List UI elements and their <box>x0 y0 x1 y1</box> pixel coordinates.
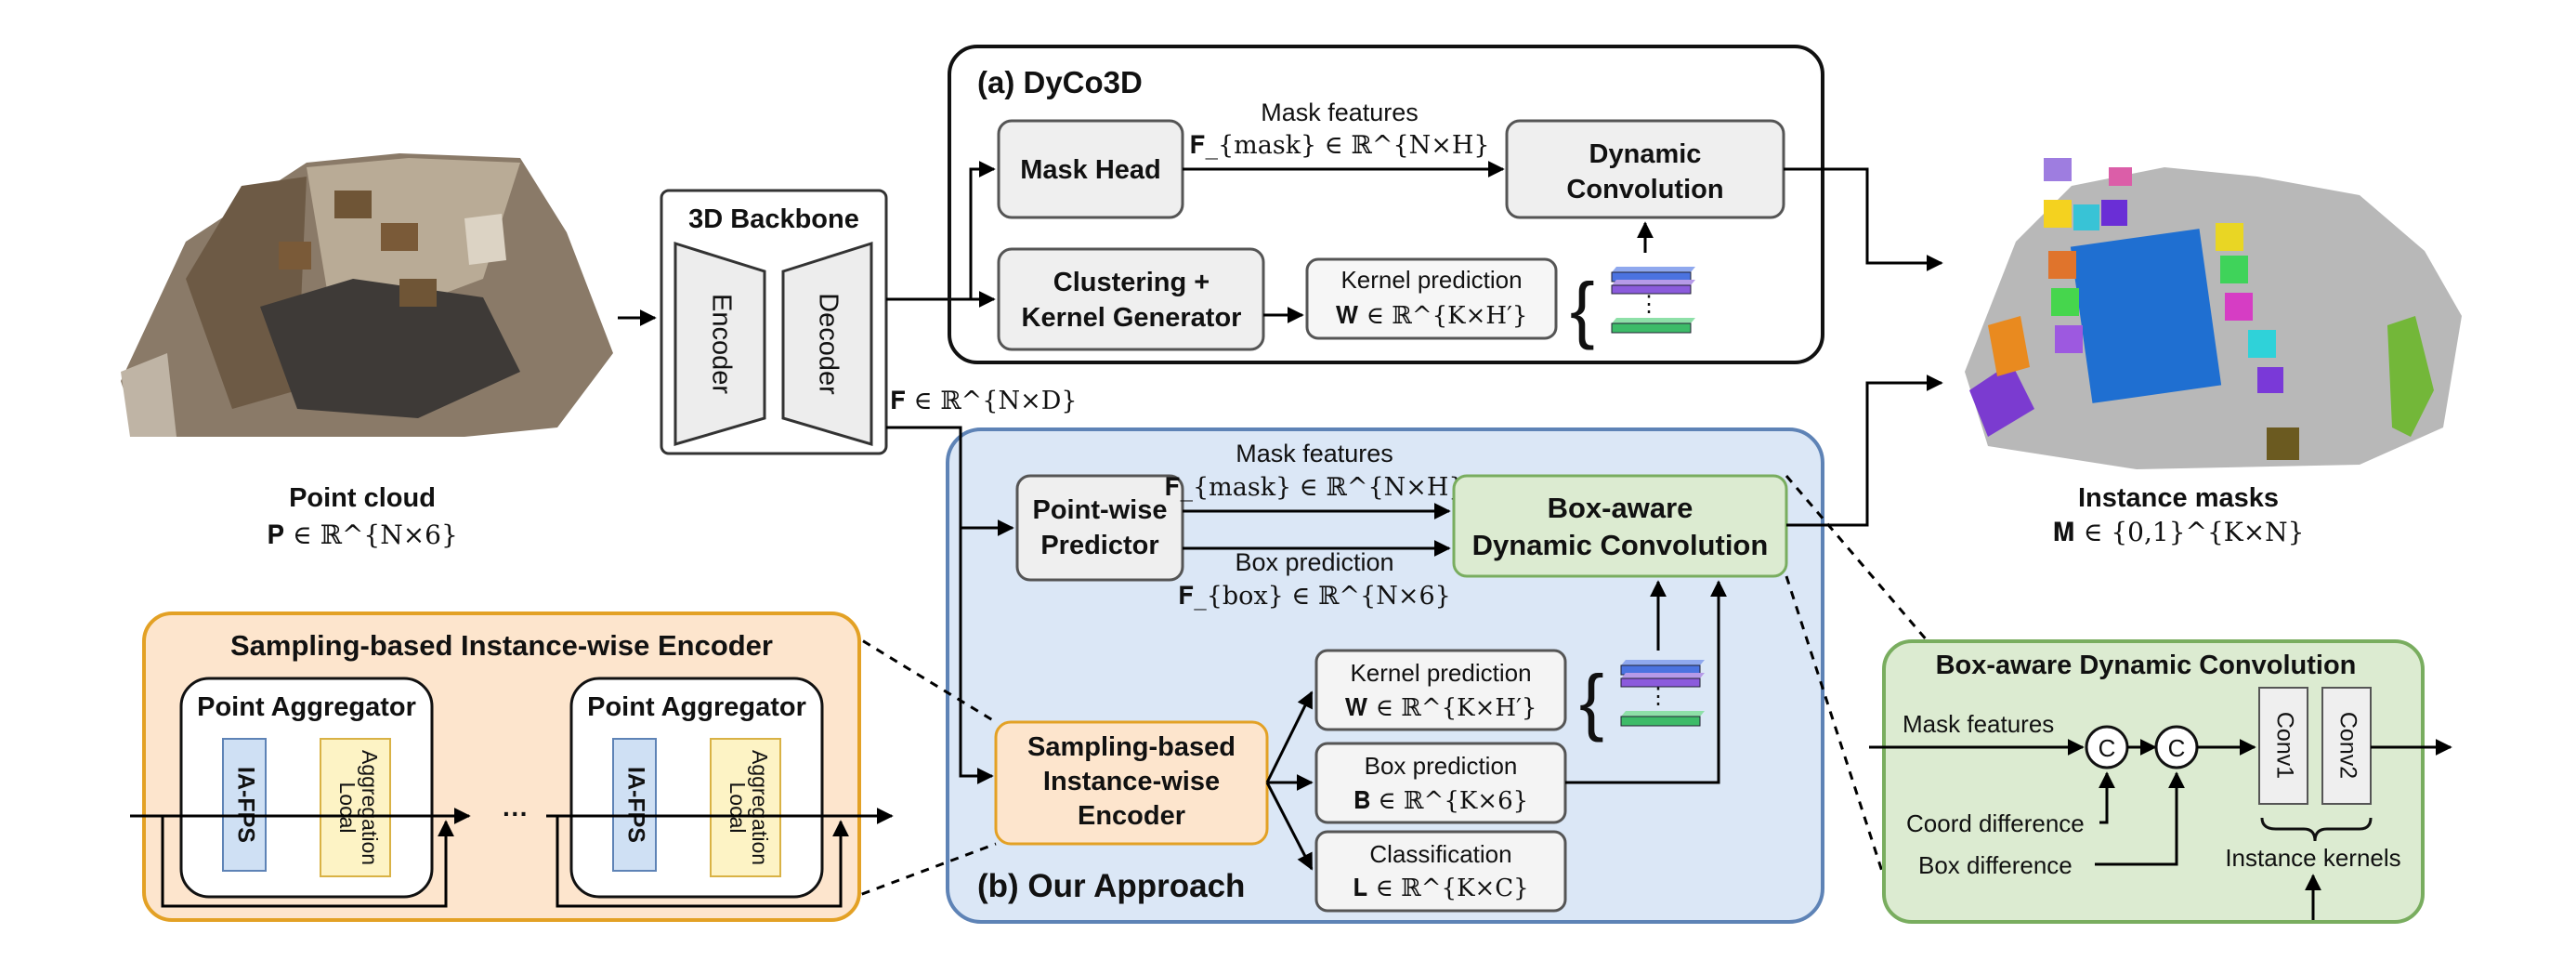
sampling-encoder-line1: Sampling-based <box>1027 732 1236 762</box>
ia-fps-label-1: IA-FPS <box>232 767 258 843</box>
box-aware-dynconv-line1: Box-aware <box>1548 492 1693 524</box>
mask-head-label: Mask Head <box>1020 155 1161 185</box>
point-cloud-label: Point cloud <box>289 483 436 513</box>
ours-box-label: Box prediction <box>1365 752 1518 780</box>
arrow-dyco3d-to-masks <box>1784 167 1943 271</box>
ours-kernel-math: 𝐖 ∈ ℝ^{K×H′} <box>1345 694 1537 722</box>
arrow-sampling-to-class <box>1265 782 1314 871</box>
box-diff-arrow <box>2095 771 2185 866</box>
ours-mask-features-label: Mask features <box>1236 440 1393 467</box>
sampling-encoder-line3: Encoder <box>1078 801 1185 831</box>
backbone-feature-math: 𝐅 ∈ ℝ^{N×D} <box>890 387 1078 415</box>
sampling-encoder-line2: Instance-wise <box>1043 767 1220 796</box>
ours-kernel-label: Kernel prediction <box>1350 659 1531 687</box>
pointwise-line1: Point-wise <box>1032 495 1167 525</box>
concat-node-2-label: C <box>2168 734 2186 762</box>
instance-masks-label: Instance masks <box>2078 483 2279 513</box>
zoom-line-boxconv-top <box>1785 475 1929 642</box>
arrow-box-to-boxconv <box>1565 580 1727 784</box>
ours-mask-features-math: 𝐅_{mask} ∈ ℝ^{N×H} <box>1164 473 1464 502</box>
zoom-line-boxconv-bottom <box>1785 575 1888 884</box>
ours-box-pred-math: 𝐅_{box} ∈ ℝ^{N×6} <box>1178 582 1451 611</box>
svg-text:⋮: ⋮ <box>1638 292 1660 317</box>
coord-diff-arrow <box>2099 771 2115 824</box>
dyco3d-mask-features-math: 𝐅_{mask} ∈ ℝ^{N×H} <box>1189 131 1489 160</box>
ia-fps-box-1 <box>222 738 267 872</box>
ours-class-label: Classification <box>1369 840 1511 868</box>
sampling-detail-title: Sampling-based Instance-wise Encoder <box>230 629 773 662</box>
box-aware-dynconv-line2: Dynamic Convolution <box>1472 529 1769 561</box>
local-agg-box-2 <box>710 738 781 877</box>
pointwise-line2: Predictor <box>1040 531 1158 560</box>
box-detail-coord-diff: Coord difference <box>1906 809 2085 837</box>
encoder-label: Encoder <box>706 294 736 394</box>
clustering-line2: Kernel Generator <box>1022 303 1242 333</box>
point-cloud-image <box>121 153 613 437</box>
dyco3d-mask-features-label: Mask features <box>1261 99 1419 126</box>
dyco3d-kernel-stack-icon: ⋮ <box>1611 267 1695 334</box>
local-agg-2-line2: Aggregation <box>748 750 772 865</box>
local-agg-1-line2: Aggregation <box>358 750 382 865</box>
point-cloud-math: 𝐏 ∈ ℝ^{N×6} <box>267 519 458 550</box>
ours-kernel-box <box>1314 649 1567 731</box>
arrow-backbone-to-pointwise <box>886 426 1014 536</box>
ia-fps-box-2 <box>612 738 657 872</box>
clustering-box <box>997 247 1265 351</box>
pointwise-predictor-box <box>1015 474 1184 582</box>
dyco3d-kernel-label: Kernel prediction <box>1340 266 1522 294</box>
instance-masks-math: 𝐌 ∈ {0,1}^{K×N} <box>2052 517 2304 547</box>
encoder-trapezoid <box>673 241 766 446</box>
arrow-backbone-to-sampling <box>959 520 994 784</box>
sampling-skip-2 <box>556 816 849 908</box>
box-detail-title: Box-aware Dynamic Convolution <box>1936 651 2357 680</box>
local-agg-1-line1: Local <box>335 782 360 834</box>
point-aggregator-1-label: Point Aggregator <box>197 692 416 722</box>
backbone-title: 3D Backbone <box>688 204 859 234</box>
sampling-skip-1 <box>161 816 454 908</box>
dyco3d-panel <box>948 45 1824 364</box>
local-agg-2-line1: Local <box>726 782 750 834</box>
conv1-label: Conv1 <box>2271 712 2297 779</box>
our-approach-title: (b) Our Approach <box>977 868 1245 904</box>
box-detail-mask-features: Mask features <box>1903 710 2054 738</box>
instance-kernels-brace <box>2260 817 2373 842</box>
ours-box-math: 𝐁 ∈ ℝ^{K×6} <box>1353 787 1528 815</box>
point-aggregator-2-label: Point Aggregator <box>587 692 806 722</box>
dynamic-conv-line1: Dynamic <box>1589 139 1702 169</box>
decoder-trapezoid <box>781 241 873 447</box>
conv2-label: Conv2 <box>2334 712 2360 779</box>
ours-class-box <box>1314 830 1567 913</box>
arrow-to-mask-head <box>969 161 996 299</box>
sampling-ellipsis: ··· <box>503 799 529 828</box>
box-detail-instance-kernels: Instance kernels <box>2225 844 2400 872</box>
ia-fps-label-2: IA-FPS <box>622 767 648 843</box>
local-agg-box-1 <box>320 738 391 877</box>
ours-kernel-brace: { <box>1579 660 1604 743</box>
dyco3d-kernel-math: 𝐖 ∈ ℝ^{K×H′} <box>1336 302 1528 330</box>
arrow-sampling-to-kernel <box>1265 690 1314 783</box>
instance-masks-image <box>1965 158 2462 469</box>
dyco3d-title: (a) DyCo3D <box>977 65 1143 99</box>
ours-class-math: 𝐋 ∈ ℝ^{K×C} <box>1353 875 1528 902</box>
clustering-line1: Clustering + <box>1053 268 1210 297</box>
ours-kernel-stack-icon: ⋮ <box>1620 660 1705 727</box>
decoder-label: Decoder <box>813 293 843 395</box>
dyco3d-kernel-box <box>1305 257 1558 340</box>
concat-node-1-label: C <box>2099 734 2116 762</box>
svg-text:⋮: ⋮ <box>1647 684 1669 709</box>
conv2-box <box>2321 687 2372 805</box>
ours-box-pred-label: Box prediction <box>1235 548 1393 576</box>
conv1-box <box>2258 687 2308 805</box>
box-detail-box-diff: Box difference <box>1918 851 2073 879</box>
dyco3d-kernel-brace: { <box>1570 268 1595 350</box>
dynamic-conv-line2: Convolution <box>1566 175 1723 204</box>
